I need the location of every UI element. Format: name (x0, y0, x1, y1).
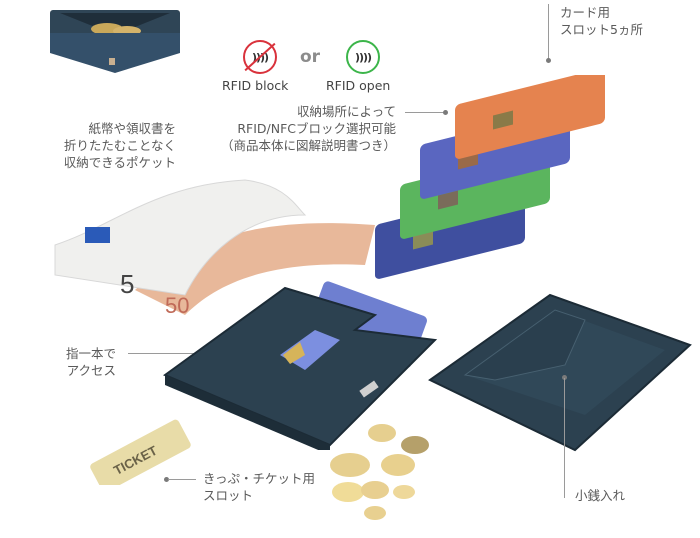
wallet-front-image (162, 281, 438, 450)
leader-dot (562, 375, 567, 380)
ticket-image: TICKET (90, 419, 191, 485)
rfid-waves-icon: )))) (354, 50, 372, 64)
coin-pocket-label: 小銭入れ (575, 488, 626, 503)
leader-dot (546, 58, 551, 63)
rfid-select-label: 収納場所によって RFID/NFCブロック選択可能 （商品本体に図解説明書つき） (220, 104, 396, 153)
card-stack-image (375, 75, 605, 279)
rfid-open-label: RFID open (326, 78, 391, 93)
leader-dot (164, 477, 169, 482)
wallet-back-image (428, 293, 692, 452)
card-slots-label: カード用 スロット5ヵ所 (560, 5, 643, 37)
rfid-block-icon: )))) (243, 40, 277, 74)
leader-line (168, 479, 196, 480)
block-slash-icon (244, 42, 276, 72)
rfid-block-label: RFID block (222, 78, 289, 93)
leader-dot (443, 110, 448, 115)
or-text: or (300, 47, 321, 67)
leader-line (405, 112, 445, 113)
bill-pocket-label: 紙幣や領収書を 折りたたむことなく 収納できるポケット (63, 121, 176, 170)
banknotes-image: 5 50 (54, 179, 375, 315)
leader-line (548, 4, 549, 60)
svg-text:50: 50 (165, 293, 189, 315)
ticket-slot-label: きっぷ・チケット用 スロット (203, 471, 316, 503)
coin-purse-image (50, 10, 180, 73)
leader-line (564, 378, 565, 498)
svg-text:5: 5 (120, 269, 134, 299)
rfid-open-icon: )))) (346, 40, 380, 74)
one-finger-label: 指一本で アクセス (65, 346, 116, 378)
coins-image (330, 424, 429, 520)
